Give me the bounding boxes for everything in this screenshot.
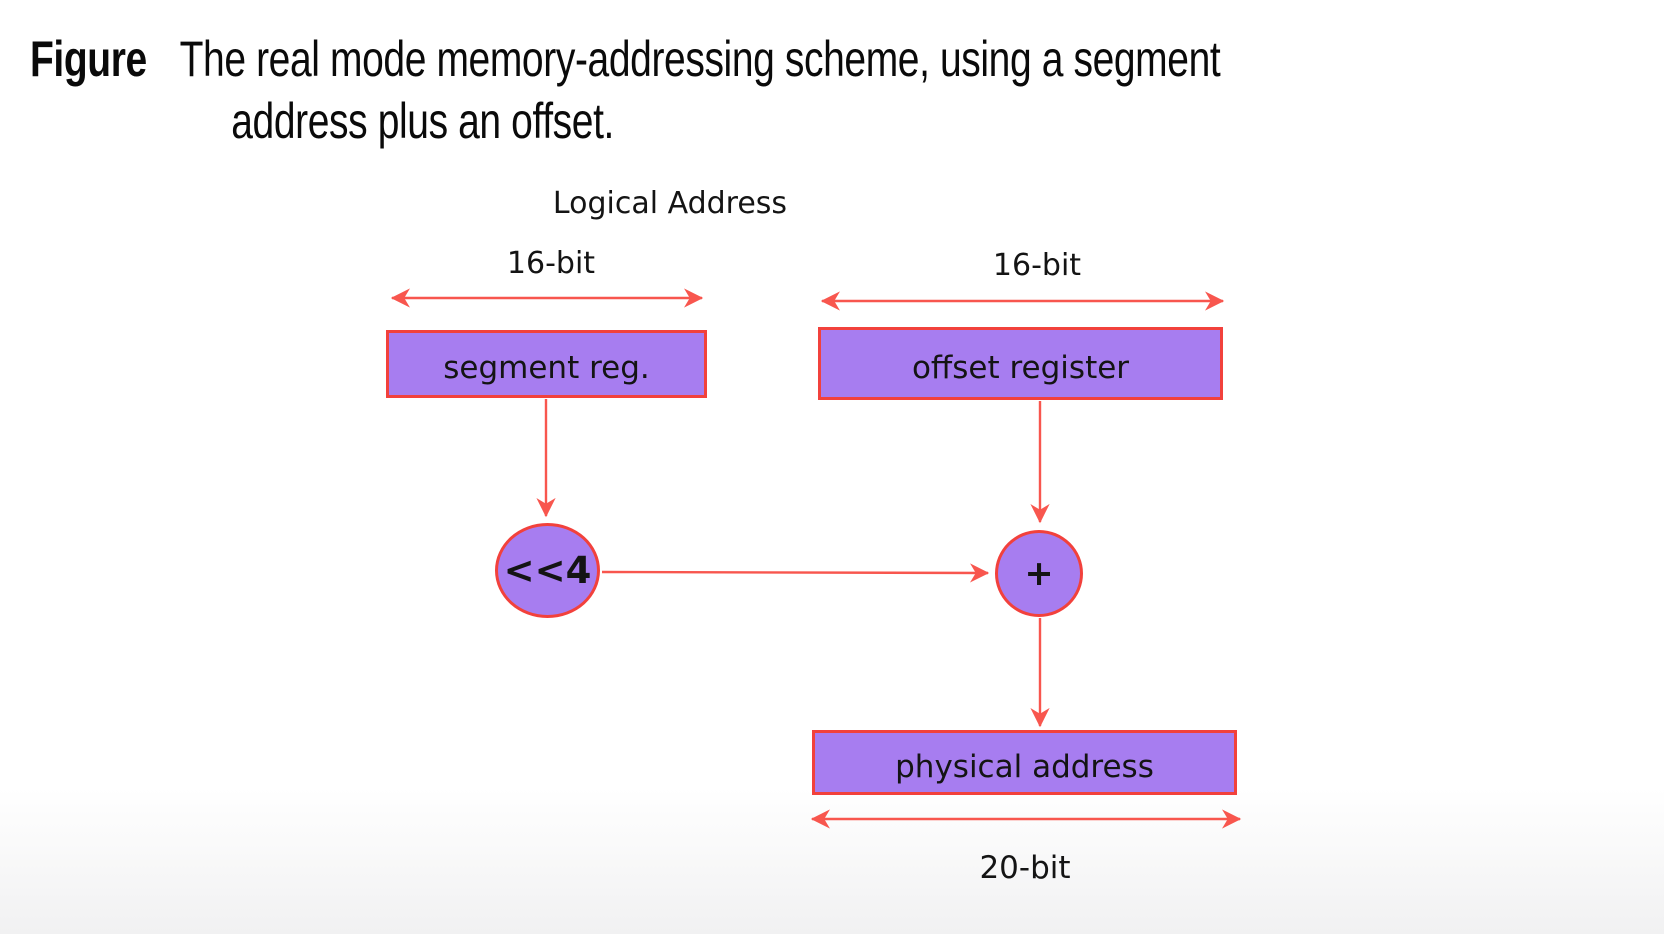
shift-left-4-label: <<4	[503, 549, 592, 592]
offset-width-label: 16-bit	[992, 248, 1082, 283]
segment-register-box: segment reg.	[386, 330, 707, 398]
caption-line-1: Figure The real mode memory-addressing sc…	[30, 28, 1221, 90]
shift-to-add-arrow	[601, 563, 990, 583]
caption-line-2: address plus an offset.	[30, 90, 1220, 152]
physical-address-label: physical address	[895, 748, 1154, 785]
offset-register-label: offset register	[911, 349, 1130, 386]
adder-label: +	[1024, 553, 1054, 594]
shift-left-4-node: <<4	[495, 523, 600, 618]
figure-caption: Figure The real mode memory-addressing sc…	[30, 28, 1221, 152]
segment-register-label: segment reg.	[443, 350, 650, 386]
offset-register-box: offset register	[818, 327, 1223, 400]
physical-width-label: 20-bit	[979, 850, 1071, 886]
caption-text-continued: address plus an offset.	[231, 93, 614, 149]
adder-node: +	[995, 530, 1083, 617]
logical-address-label: Logical Address	[552, 186, 788, 221]
segment-width-label: 16-bit	[506, 246, 596, 281]
physical-address-box: physical address	[812, 730, 1237, 795]
caption-figure-word: Figure	[30, 31, 147, 87]
slide-bottom-gradient	[0, 788, 1664, 934]
caption-text: The real mode memory-addressing scheme, …	[179, 31, 1221, 87]
